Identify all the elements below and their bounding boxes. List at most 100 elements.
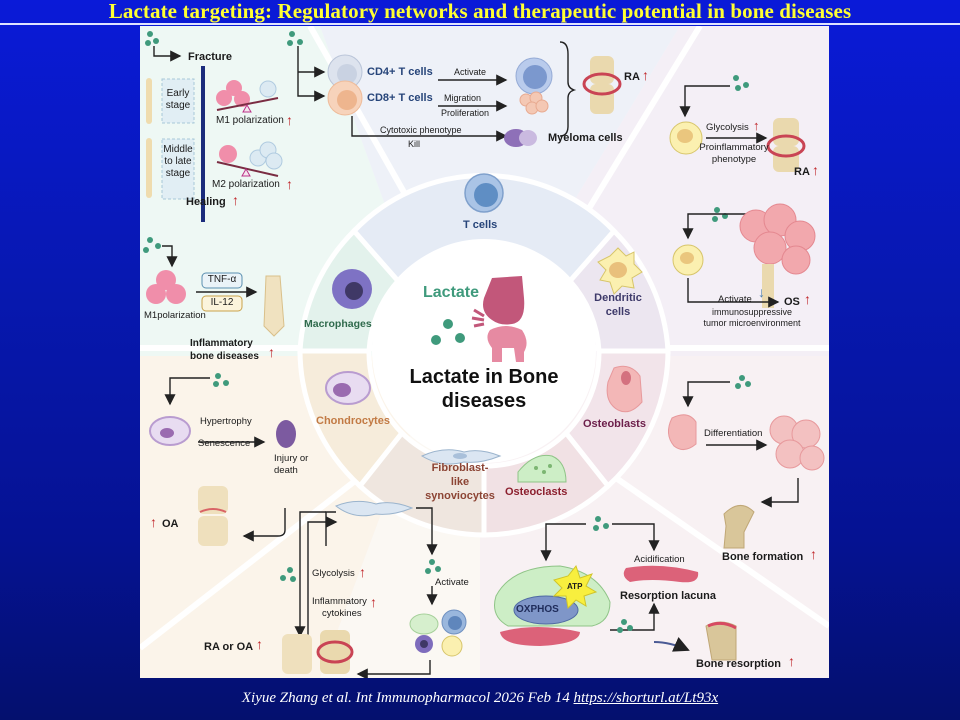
segment-label-osteoclasts: Osteoclasts bbox=[505, 486, 568, 498]
bone-formation-label: Bone formation bbox=[722, 551, 804, 563]
immuno-line2: tumor microenvironment bbox=[703, 318, 801, 328]
center-circle bbox=[372, 239, 596, 463]
osteosarcoma-tumor-icon bbox=[739, 203, 816, 275]
up-arrow-icon: ↑ bbox=[359, 564, 366, 580]
healing-label: Healing bbox=[186, 196, 226, 208]
kill-label: Kill bbox=[408, 139, 421, 149]
dc-cell-icon-2 bbox=[672, 244, 704, 276]
late-stage-line3: stage bbox=[165, 168, 191, 179]
osteoblast-cell-icon bbox=[668, 414, 697, 450]
bone-resorption-label: Bone resorption bbox=[696, 658, 781, 670]
late-stage-line1: Middle bbox=[163, 144, 193, 155]
injury-line2: death bbox=[274, 465, 298, 476]
ra-joint-icon-2 bbox=[766, 118, 806, 172]
fls-activate-label: Activate bbox=[435, 577, 469, 588]
ra-label: RA bbox=[624, 71, 640, 83]
oa-label: OA bbox=[162, 518, 179, 530]
bone-resorption-icon bbox=[705, 621, 737, 661]
early-stage-line2: stage bbox=[165, 100, 191, 111]
fibroblast-icon bbox=[420, 449, 502, 465]
hypertrophy-label: Hypertrophy bbox=[200, 416, 252, 427]
m1-polarization-label: M1 polarization bbox=[216, 115, 284, 126]
immune-cells-icon bbox=[409, 609, 467, 657]
senescence-label: Senescence bbox=[198, 438, 251, 449]
up-arrow-icon: ↑ bbox=[268, 344, 275, 360]
segment-label-osteoblasts: Osteoblasts bbox=[583, 418, 646, 430]
atp-label: ATP bbox=[567, 582, 583, 591]
ra-or-oa-label: RA or OA bbox=[204, 641, 254, 653]
dead-chondrocyte-icon bbox=[276, 420, 296, 448]
cd4-label: CD4+ T cells bbox=[367, 66, 433, 78]
dendritic-icon bbox=[597, 247, 643, 295]
atp-burst-icon bbox=[552, 564, 598, 610]
osteoblast-cluster-icon bbox=[769, 415, 825, 471]
up-arrow-icon: ↑ bbox=[812, 162, 819, 178]
early-stage-line1: Early bbox=[166, 88, 190, 99]
up-arrow-icon: ↑ bbox=[256, 636, 263, 652]
inflammatory-bone-line1: Inflammatory bbox=[190, 338, 253, 349]
ra-joint-icon bbox=[582, 56, 622, 114]
center-title-line1: Lactate in Bone bbox=[409, 366, 559, 388]
migration-label: Migration bbox=[444, 93, 482, 103]
lactate-dots-center bbox=[431, 319, 465, 345]
segment-label-dendritic-2: cells bbox=[605, 306, 631, 318]
dc-proinflam-line2: phenotype bbox=[711, 154, 757, 165]
resorption-lacuna-icon bbox=[623, 565, 699, 583]
segment-label-fls-3: synoviocytes bbox=[425, 490, 495, 502]
dc-cell-icon bbox=[669, 121, 703, 155]
figure-background bbox=[140, 26, 829, 678]
segment-label-fls-2: like bbox=[450, 476, 470, 488]
segment-label-chondrocytes: Chondrocytes bbox=[316, 415, 390, 427]
acidification-label: Acidification bbox=[634, 554, 685, 565]
segment-label-macrophages: Macrophages bbox=[304, 318, 372, 330]
fracture-label: Fracture bbox=[188, 51, 233, 63]
citation: Xiyue Zhang et al. Int Immunopharmacol 2… bbox=[0, 690, 960, 707]
il12-label: IL-12 bbox=[210, 297, 234, 308]
tnf-alpha-label: TNF-α bbox=[207, 274, 237, 285]
cd8-label: CD8+ T cells bbox=[367, 92, 433, 104]
fls-cytokines-line1: Inflammatory bbox=[312, 596, 367, 607]
dc-ra-label: RA bbox=[794, 166, 810, 178]
up-arrow-icon: ↑ bbox=[232, 192, 239, 208]
m1-cluster-icon bbox=[146, 270, 186, 304]
up-arrow-icon: ↑ bbox=[642, 67, 649, 83]
segment-label-t-cells: T cells bbox=[463, 219, 498, 231]
myeloma-label: Myeloma cells bbox=[548, 132, 623, 144]
m1polarization-label: M1polarization bbox=[144, 310, 206, 321]
chondrocyte-icon bbox=[325, 371, 371, 405]
inflammatory-bone-line2: bone diseases bbox=[190, 351, 259, 362]
proliferation-label: Proliferation bbox=[441, 108, 490, 118]
slide-title: Lactate targeting: Regulatory networks a… bbox=[108, 0, 852, 23]
m2-seesaw bbox=[216, 141, 283, 177]
osteoblast-icon bbox=[606, 365, 643, 413]
dc-glycolysis-label: Glycolysis bbox=[706, 122, 749, 133]
citation-link[interactable]: https://shorturl.at/Lt93x bbox=[573, 690, 719, 706]
down-arrow-icon: ↓ bbox=[758, 284, 765, 300]
resorption-lacuna-label: Resorption lacuna bbox=[620, 590, 716, 602]
dc-activate-label: Activate bbox=[718, 294, 752, 305]
late-stage-line2: to late bbox=[164, 156, 192, 167]
ra-oa-joints-icon bbox=[282, 630, 354, 674]
macrophage-icon bbox=[332, 269, 372, 309]
fls-glycolysis-label: Glycolysis bbox=[312, 568, 355, 579]
oa-knee-icon bbox=[198, 486, 228, 546]
up-arrow-icon: ↑ bbox=[286, 112, 293, 128]
bone-icon bbox=[146, 138, 152, 198]
foot-bone-icon bbox=[263, 275, 285, 337]
cytotoxic-label: Cytotoxic phenotype bbox=[380, 125, 462, 135]
os-label: OS bbox=[784, 296, 800, 308]
up-arrow-icon: ↑ bbox=[370, 594, 377, 610]
segment-label-dendritic-1: Dendritic bbox=[594, 292, 642, 304]
up-arrow-icon: ↑ bbox=[286, 176, 293, 192]
bone-formation-icon bbox=[723, 505, 755, 549]
title-divider bbox=[0, 23, 960, 25]
segment-label-fls-1: Fibroblast- bbox=[431, 462, 489, 474]
lactate-label: Lactate bbox=[423, 284, 480, 301]
up-arrow-icon: ↑ bbox=[810, 546, 817, 562]
fls-cytokines-line2: cytokines bbox=[322, 608, 362, 619]
bone-icon bbox=[146, 78, 152, 124]
figure-panel: Lactate Lactate in Bone diseases T cells… bbox=[140, 26, 829, 678]
immuno-line1: immunosuppressive bbox=[711, 307, 793, 317]
activate-label: Activate bbox=[454, 67, 487, 77]
citation-text: Xiyue Zhang et al. Int Immunopharmacol 2… bbox=[241, 690, 574, 706]
